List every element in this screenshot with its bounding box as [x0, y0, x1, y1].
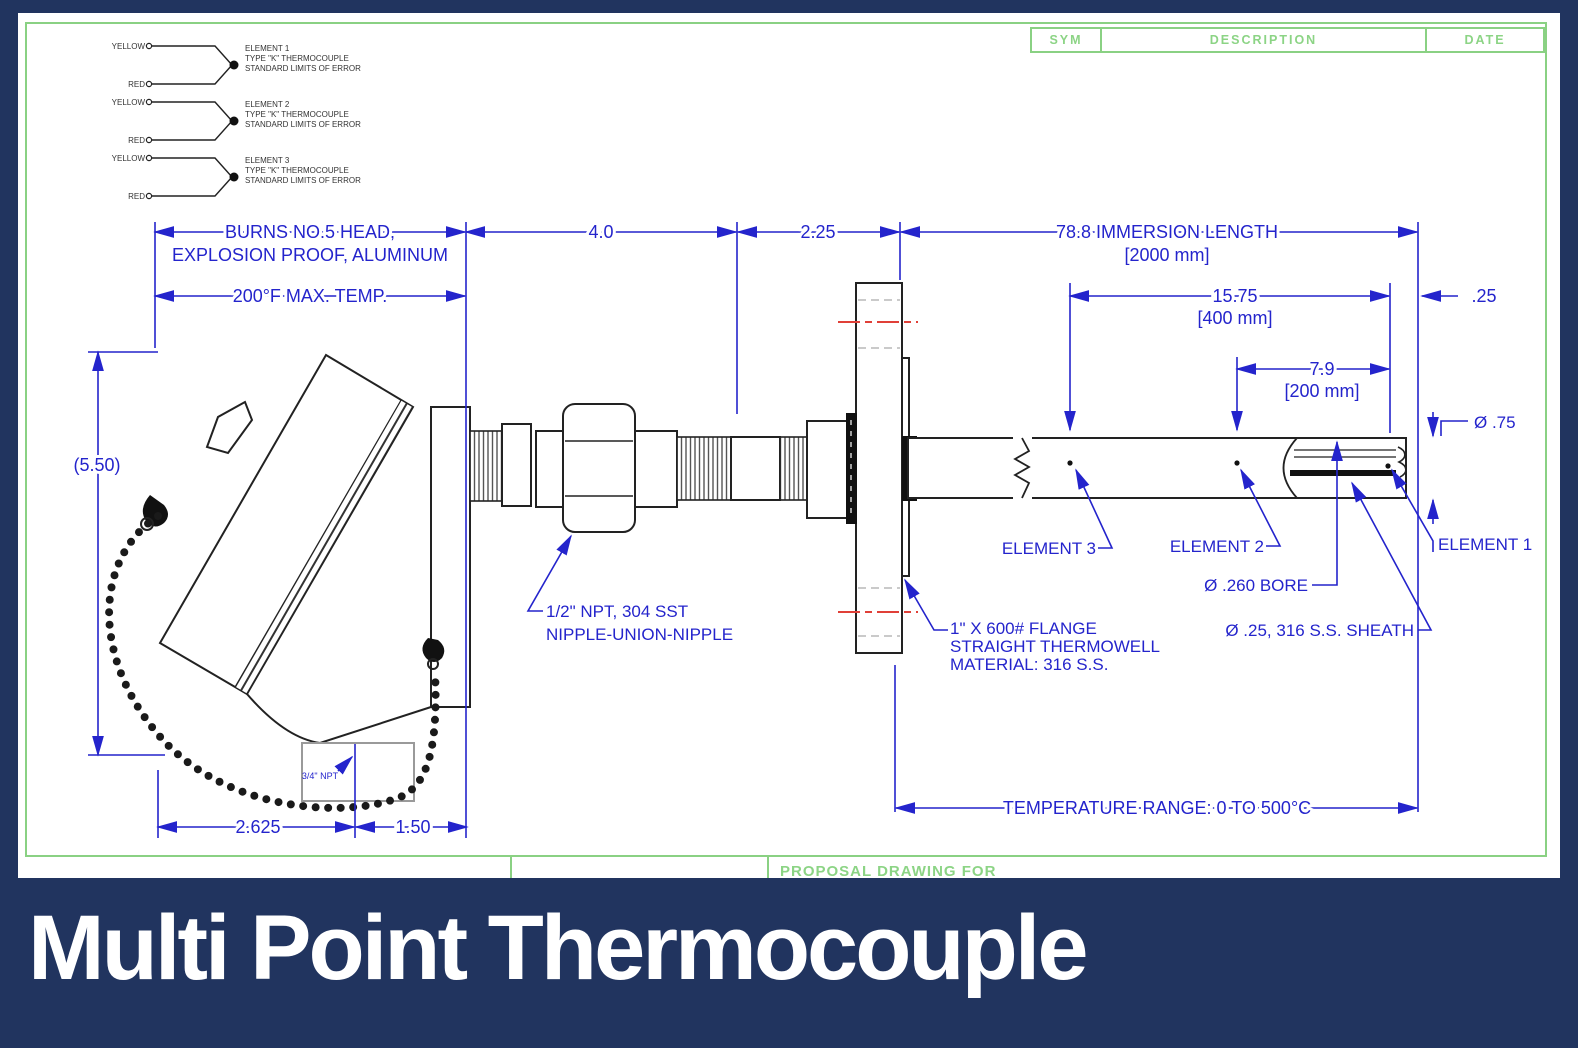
- drawing-page: SYM DESCRIPTION DATE PROPOSAL DRAWING FO…: [18, 13, 1560, 878]
- title-block-divider: [767, 857, 769, 878]
- revision-col-description: DESCRIPTION: [1102, 27, 1427, 53]
- sheet-border: [25, 22, 1547, 857]
- revision-table: SYM DESCRIPTION DATE: [1030, 27, 1545, 53]
- title-block-divider: [510, 857, 512, 878]
- page-title: Multi Point Thermocouple: [28, 897, 1089, 999]
- title-block-partial-text: PROPOSAL DRAWING FOR: [780, 864, 997, 878]
- title-band: Multi Point Thermocouple: [0, 878, 1578, 1048]
- revision-col-sym: SYM: [1030, 27, 1102, 53]
- revision-col-date: DATE: [1427, 27, 1545, 53]
